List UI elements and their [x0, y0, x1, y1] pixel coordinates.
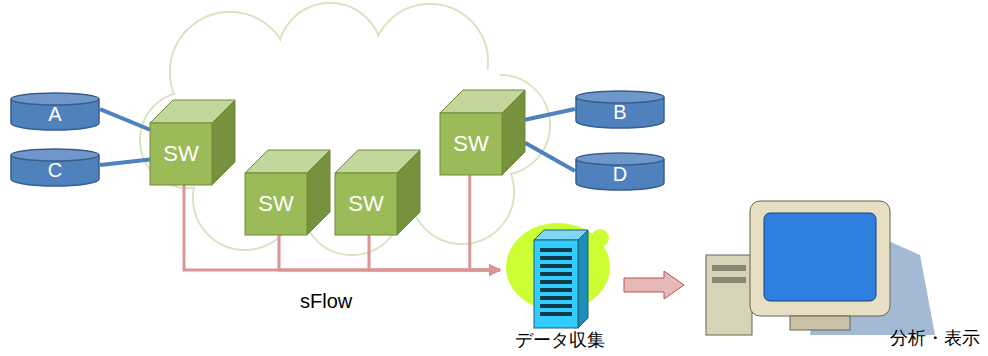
- node-label: C: [48, 159, 62, 182]
- node-label: データ収集: [515, 328, 605, 352]
- server-slot: [540, 248, 572, 252]
- server-slot: [540, 280, 572, 284]
- host-cylinder: A: [10, 92, 100, 130]
- cube-front: [440, 113, 502, 175]
- server-slot: [540, 256, 572, 260]
- analysis-pc: 分析・表示: [690, 195, 982, 350]
- node-label: SW: [453, 131, 488, 157]
- link-line: [525, 143, 575, 171]
- server-slot: [540, 304, 572, 308]
- server-slot: [540, 272, 572, 276]
- pc-icon: [690, 195, 982, 350]
- block-arrow: [624, 271, 684, 299]
- link-line: [525, 109, 575, 120]
- node-label: SW: [163, 141, 198, 167]
- drive-bay: [712, 277, 746, 283]
- collector-server: データ収集: [500, 222, 620, 352]
- pc-tower: [706, 255, 752, 335]
- cube-side: [212, 100, 235, 185]
- switch-box: SW: [245, 150, 330, 235]
- link-line: [100, 160, 150, 166]
- highlight-blob: [506, 223, 610, 311]
- sflow-line: [279, 235, 500, 270]
- cube-side: [502, 90, 525, 175]
- node-label: B: [613, 101, 626, 124]
- host-cylinder: D: [575, 152, 665, 190]
- link-line: [100, 109, 150, 130]
- monitor-stand: [790, 316, 850, 330]
- node-label: 分析・表示: [890, 326, 980, 350]
- server-slot: [540, 312, 572, 316]
- protocol-label: sFlow: [300, 290, 352, 313]
- server-side: [578, 230, 588, 328]
- sflow-line: [470, 175, 500, 270]
- sflow-line: [369, 235, 500, 270]
- server-slot: [540, 296, 572, 300]
- host-cylinder: C: [10, 148, 100, 186]
- monitor-case: [750, 201, 890, 316]
- server-slot: [540, 288, 572, 292]
- host-cylinder: B: [575, 90, 665, 128]
- cube-side: [397, 150, 420, 235]
- node-label: D: [613, 163, 627, 186]
- server-slot: [540, 264, 572, 268]
- monitor-screen: [764, 213, 876, 301]
- node-label: SW: [348, 191, 383, 217]
- server-front: [534, 240, 578, 328]
- node-label: A: [48, 103, 61, 126]
- switch-box: SW: [150, 100, 235, 185]
- node-label: SW: [258, 191, 293, 217]
- switch-box: SW: [335, 150, 420, 235]
- cube-side: [307, 150, 330, 235]
- drive-bay: [712, 265, 746, 271]
- cube-front: [150, 123, 212, 185]
- cube-front: [245, 173, 307, 235]
- switch-box: SW: [440, 90, 525, 175]
- cube-front: [335, 173, 397, 235]
- highlight-blob: [591, 229, 609, 247]
